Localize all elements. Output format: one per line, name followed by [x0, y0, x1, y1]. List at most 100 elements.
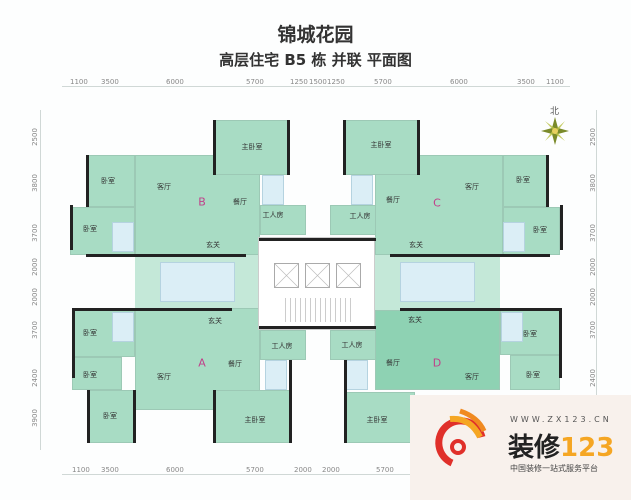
room-label: 客厅: [465, 183, 479, 191]
unit-a-bath: [112, 312, 134, 342]
side-dim: 3700: [30, 224, 39, 242]
wall: [289, 360, 292, 443]
top-dim-line: [62, 86, 570, 87]
room-label: 客厅: [157, 373, 171, 381]
top-dim: 1500: [309, 78, 327, 86]
logo-brand-num: 123: [560, 433, 615, 463]
room-label: 工人房: [262, 211, 284, 219]
unit-d-bath: [346, 360, 368, 390]
bottom-dim: 2000: [294, 466, 312, 474]
wall: [86, 155, 89, 207]
top-dim: 1100: [546, 78, 564, 86]
unit-c-master: [343, 120, 420, 175]
bottom-dim: 5700: [246, 466, 264, 474]
top-dim: 1250: [290, 78, 308, 86]
wall: [343, 120, 346, 175]
plan-subtitle: 高层住宅 B5 栋 并联 平面图: [219, 51, 412, 69]
room-label: 卧室: [103, 412, 117, 420]
logo-brand-cn: 装修: [508, 433, 561, 463]
room-label: 玄关: [206, 241, 220, 249]
unit-label-d: D: [432, 356, 442, 370]
elevator-shaft: [305, 263, 330, 288]
wall: [86, 254, 246, 257]
left-dim-line: [40, 110, 41, 450]
wall: [546, 155, 549, 207]
wall: [87, 390, 90, 443]
side-dim: 3800: [588, 174, 597, 192]
side-dim: 3800: [30, 174, 39, 192]
unit-label-a: A: [198, 356, 206, 370]
zx123-watermark: WWW.ZX123.CN 装修123 中国装修一站式服务平台: [410, 395, 631, 500]
wall: [390, 254, 550, 257]
top-dim: 1250: [327, 78, 345, 86]
unit-c-bath: [351, 175, 373, 205]
unit-c-maid: [330, 205, 376, 235]
compass-rose-icon: [541, 117, 569, 145]
unit-a-bedroom: [72, 357, 122, 390]
room-label: 餐厅: [386, 196, 400, 204]
wall: [417, 120, 420, 175]
logo-url: WWW.ZX123.CN: [510, 415, 612, 424]
side-dim: 2000: [588, 288, 597, 306]
room-label: 玄关: [408, 316, 422, 324]
top-dim: 5700: [374, 78, 392, 86]
room-label: 玄关: [409, 241, 423, 249]
room-label: 餐厅: [228, 360, 242, 368]
unit-b-bath: [262, 175, 284, 205]
unit-d-bedroom: [510, 355, 560, 390]
unit-b-bedroom: [70, 207, 135, 255]
wall: [344, 360, 347, 443]
room-label: 主卧室: [370, 141, 392, 149]
side-dim: 3700: [30, 321, 39, 339]
elevator-shaft: [274, 263, 299, 288]
bottom-dim-line: [62, 474, 570, 475]
bottom-dim: 1100: [72, 466, 90, 474]
unit-d-bath: [501, 312, 523, 342]
room-label: 玄关: [208, 317, 222, 325]
side-dim: 2400: [30, 369, 39, 387]
side-dim: 3700: [588, 224, 597, 242]
wall: [559, 308, 562, 378]
wall: [213, 390, 216, 443]
unit-d-living: [375, 310, 500, 390]
side-dim: 2000: [30, 258, 39, 276]
logo-brand: 装修123: [508, 427, 614, 464]
top-dim: 6000: [450, 78, 468, 86]
top-dim: 6000: [166, 78, 184, 86]
wall: [287, 120, 290, 175]
side-dim: 2400: [588, 369, 597, 387]
unit-a-bath: [265, 360, 287, 390]
kitchen-left: [160, 262, 235, 302]
room-label: 卧室: [516, 176, 530, 184]
staircase: [281, 298, 353, 322]
side-dim: 2500: [30, 128, 39, 146]
elevator-shaft: [336, 263, 361, 288]
unit-c-bath: [503, 222, 525, 252]
room-label: 工人房: [271, 342, 293, 350]
room-label: 主卧室: [241, 143, 263, 151]
wall: [259, 326, 376, 329]
right-dim-line: [596, 110, 597, 450]
unit-b-bath: [112, 222, 134, 252]
unit-a-bedroom: [87, 390, 135, 443]
top-dim: 1100: [70, 78, 88, 86]
unit-a-master: [213, 390, 290, 443]
wall: [70, 205, 73, 250]
unit-a-maid: [260, 330, 306, 360]
unit-b-maid: [260, 205, 306, 235]
wall: [560, 205, 563, 250]
room-label: 客厅: [465, 373, 479, 381]
top-dim: 3500: [517, 78, 535, 86]
room-label: 卧室: [83, 329, 97, 337]
top-dim: 3500: [101, 78, 119, 86]
room-label: 餐厅: [233, 198, 247, 206]
wall: [213, 120, 216, 175]
wall: [259, 238, 376, 241]
side-dim: 2000: [30, 288, 39, 306]
unit-c-bedroom: [503, 155, 547, 207]
room-label: 客厅: [157, 183, 171, 191]
unit-label-c: C: [433, 196, 441, 210]
wall: [400, 308, 560, 311]
unit-label-b: B: [198, 195, 206, 209]
north-label: 北: [550, 107, 560, 117]
